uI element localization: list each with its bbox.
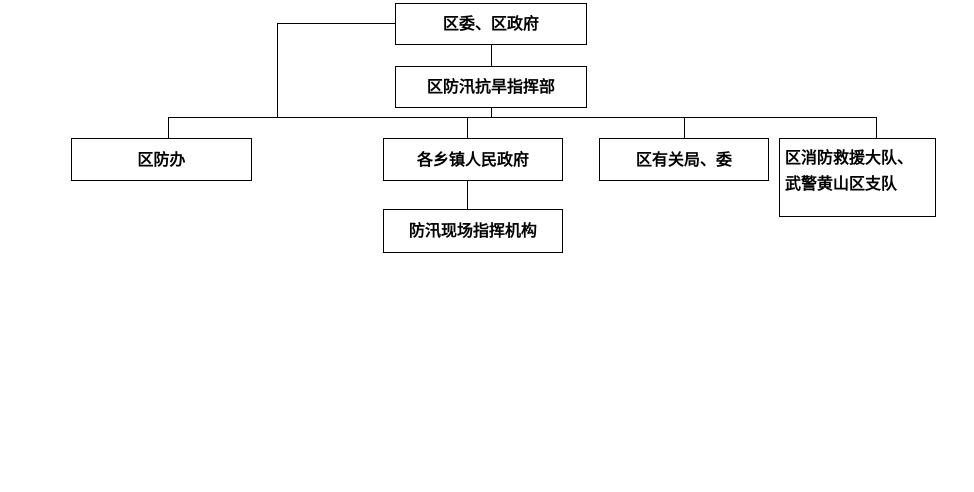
connector-horizontal-bus: [168, 117, 877, 118]
connector-hq-to-bus: [491, 108, 492, 118]
connector-gov-left-branch: [277, 23, 395, 24]
connector-bus-to-depts: [684, 117, 685, 138]
connector-bus-to-rescue: [876, 117, 877, 138]
connector-gov-left-drop: [277, 23, 278, 118]
node-label: 区防办: [137, 149, 186, 169]
node-district-committee-government: 区委、区政府: [395, 3, 587, 45]
node-label: 区有关局、委: [635, 149, 732, 169]
node-township-governments: 各乡镇人民政府: [383, 138, 563, 181]
connector-gov-to-hq: [491, 45, 492, 66]
node-flood-drought-headquarters: 区防汛抗旱指挥部: [395, 66, 587, 108]
node-label: 防汛现场指挥机构: [408, 221, 537, 240]
node-label: 区委、区政府: [442, 14, 539, 33]
node-label-line-2: 武警黄山区支队: [785, 174, 898, 193]
node-label: 区防汛抗旱指挥部: [426, 77, 555, 96]
node-onsite-command: 防汛现场指挥机构: [383, 209, 563, 253]
node-district-departments: 区有关局、委: [599, 138, 769, 181]
node-flood-control-office: 区防办: [71, 138, 252, 181]
node-label: 各乡镇人民政府: [416, 149, 529, 169]
connector-towns-to-field: [467, 181, 468, 209]
node-fire-rescue-armed-police: 区消防救援大队、 武警黄山区支队: [779, 138, 936, 217]
node-label-line-1: 区消防救援大队、: [785, 148, 914, 167]
connector-bus-to-towns: [467, 117, 468, 138]
connector-bus-to-office: [168, 117, 169, 138]
